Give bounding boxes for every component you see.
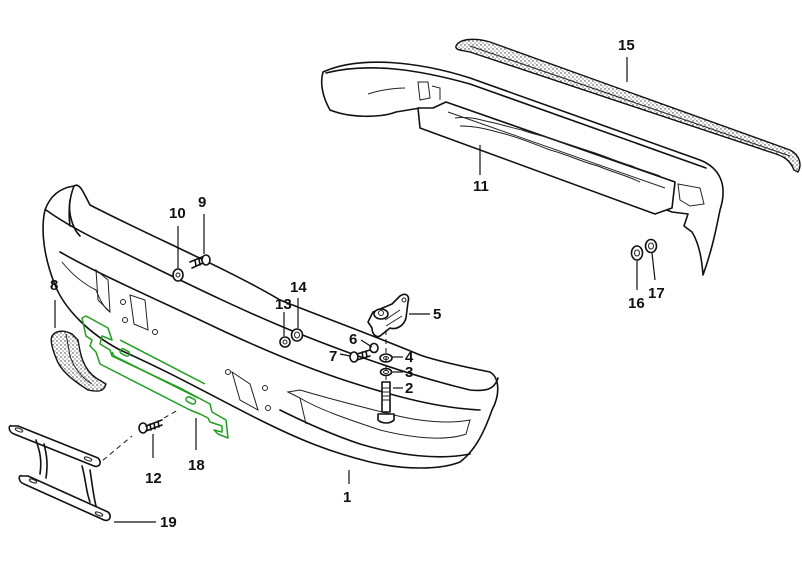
washer-6[interactable] <box>369 342 379 354</box>
callout-18: 18 <box>188 457 205 474</box>
callout-16: 16 <box>628 295 645 312</box>
callouts: 1 2 3 4 5 6 7 8 9 10 11 12 13 14 15 16 1… <box>50 37 665 531</box>
foam-block[interactable] <box>50 330 107 392</box>
callout-7: 7 <box>329 348 337 365</box>
callout-13: 13 <box>275 296 292 313</box>
nut-14[interactable] <box>290 328 304 342</box>
bolt-2[interactable] <box>377 381 395 424</box>
nut-17[interactable] <box>644 238 658 254</box>
callout-15: 15 <box>618 37 635 54</box>
washer-10[interactable] <box>172 268 184 282</box>
screw-12[interactable] <box>138 419 163 434</box>
washer-13[interactable] <box>279 336 291 348</box>
callout-17: 17 <box>648 285 665 302</box>
callout-14: 14 <box>290 279 307 296</box>
callout-9: 9 <box>198 194 206 211</box>
assembly-line-19 <box>95 435 133 467</box>
callout-10: 10 <box>169 205 186 222</box>
front-bumper[interactable] <box>42 184 499 469</box>
callout-1: 1 <box>343 489 351 506</box>
callout-8: 8 <box>50 277 58 294</box>
callout-11: 11 <box>473 178 489 195</box>
callout-12: 12 <box>145 470 162 487</box>
callout-4: 4 <box>405 349 414 366</box>
rear-bumper-trim-strip[interactable] <box>417 101 676 215</box>
callout-2: 2 <box>405 380 413 397</box>
callout-3: 3 <box>405 364 413 381</box>
mounting-clamp-5[interactable] <box>367 293 410 338</box>
bolt-7[interactable] <box>349 349 371 363</box>
leader-lines <box>54 57 656 523</box>
mounting-bracket-highlighted[interactable] <box>81 315 229 439</box>
rear-bumper[interactable] <box>320 61 724 276</box>
nut-16[interactable] <box>630 245 644 261</box>
license-plate-bracket[interactable] <box>8 424 111 522</box>
callout-5: 5 <box>433 306 441 323</box>
rubber-seal-strip[interactable] <box>455 38 801 173</box>
callout-19: 19 <box>160 514 177 531</box>
callout-6: 6 <box>349 331 357 348</box>
assembly-line-12 <box>163 409 179 419</box>
bolt-9[interactable] <box>189 254 211 269</box>
